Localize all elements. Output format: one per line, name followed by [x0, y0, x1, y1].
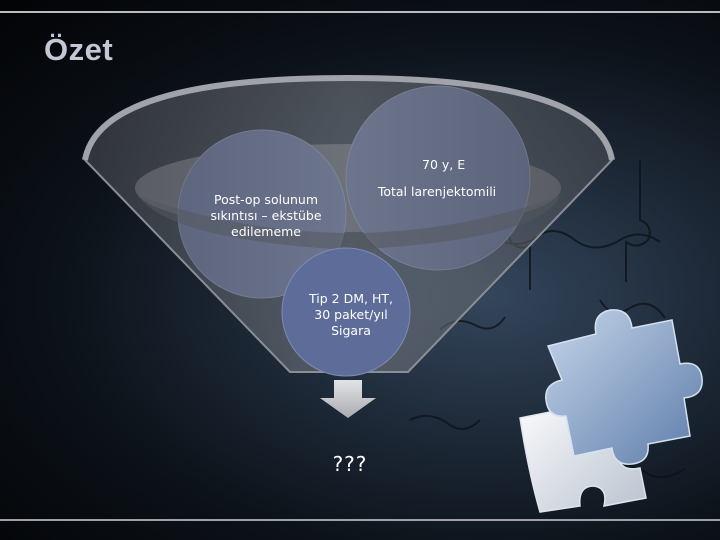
- circle-bottom-line-3: Sigara: [296, 323, 406, 339]
- slide-title: Özet: [44, 32, 113, 68]
- circle-bottom-label: Tip 2 DM, HT, 30 paket/yıl Sigara: [296, 291, 406, 339]
- result-question-marks: ???: [322, 452, 378, 476]
- circle-left-line-3: edilememe: [196, 224, 336, 240]
- circle-bottom-line-1: Tip 2 DM, HT,: [296, 291, 406, 307]
- circle-right-line-1: 70 y, E: [422, 157, 512, 173]
- down-arrow-icon: [320, 380, 376, 418]
- circle-right-line-2: Total larenjektomili: [362, 184, 512, 200]
- circle-right-label: 70 y, E Total larenjektomili: [362, 157, 512, 200]
- top-divider: [0, 11, 720, 13]
- circle-left-line-1: Post-op solunum: [196, 192, 336, 208]
- circle-bottom-line-2: 30 paket/yıl: [296, 307, 406, 323]
- circle-left-label: Post-op solunum sıkıntısı – ekstübe edil…: [196, 192, 336, 240]
- circle-left-line-2: sıkıntısı – ekstübe: [196, 208, 336, 224]
- bottom-divider: [0, 519, 720, 521]
